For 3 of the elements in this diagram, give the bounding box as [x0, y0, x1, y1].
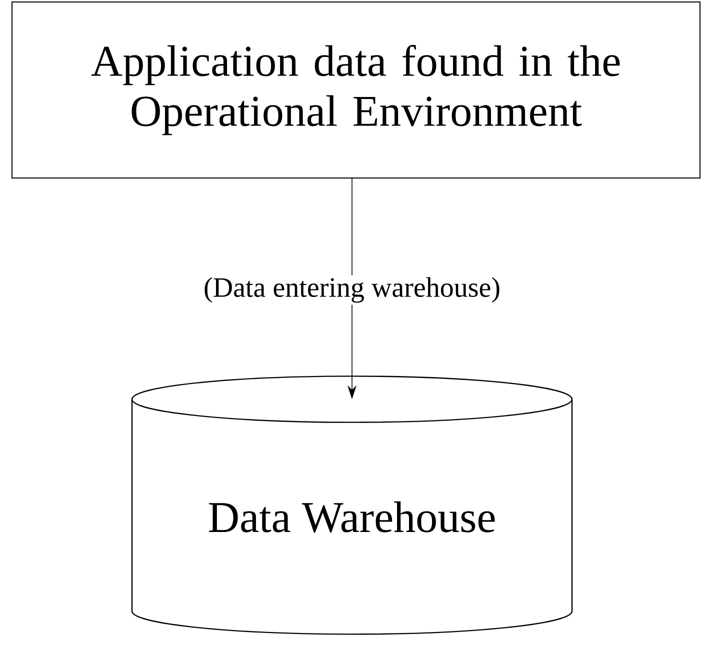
process-box: Application data found in the Operational Environment	[12, 2, 700, 178]
edge-label: (Data entering warehouse)	[202, 275, 502, 305]
database-cylinder: Data Warehouse	[131, 376, 573, 635]
